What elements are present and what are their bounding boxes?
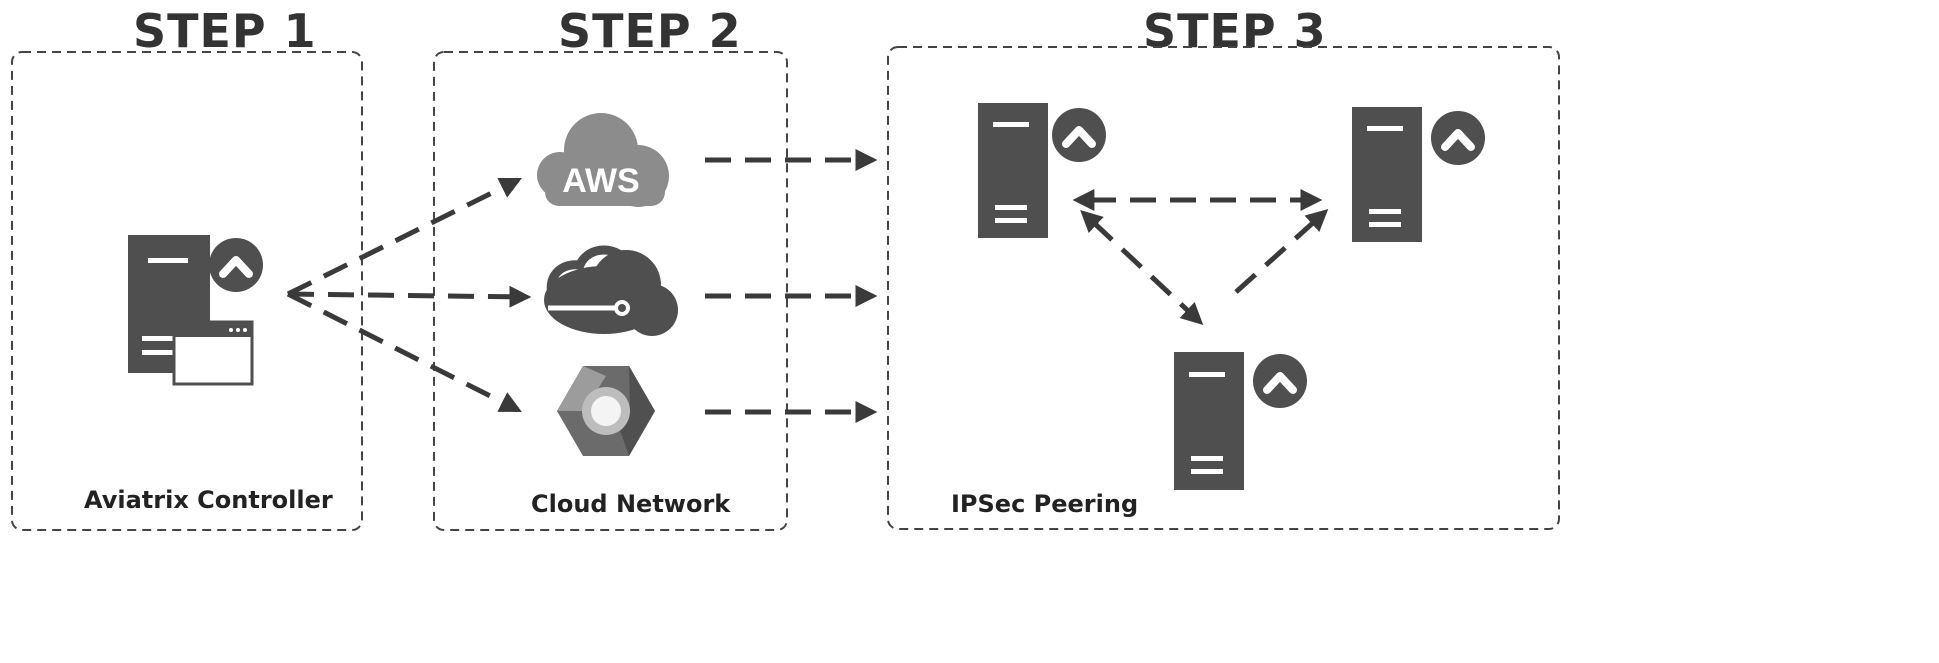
arrow-peer-left-bottom [1080,209,1204,326]
gateway-server-icon [1174,352,1244,490]
step-3-title: STEP 3 [1143,4,1327,58]
step-3-label: IPSec Peering [951,490,1139,518]
arrow-controller-to-aws [286,177,522,297]
arrow-peer-bottom-right [1234,209,1329,294]
gateway-server-icon [1352,107,1422,242]
step-3-panel [887,46,1560,530]
arrow-controller-to-azure [287,285,532,308]
step-2-title: STEP 2 [558,4,742,58]
gcp-hexagon-icon [557,366,655,456]
gateway-server-icon [978,103,1048,238]
step-1-label: Aviatrix Controller [84,486,333,514]
arrow-controller-to-gcp [286,291,522,413]
step-1-title: STEP 1 [133,4,317,58]
aviatrix-logo-icon [209,238,263,292]
step-2-panel [433,51,788,531]
connection-arrows [286,149,1329,423]
svg-text:AWS: AWS [562,162,639,200]
aviatrix-logo-icon [1431,111,1485,165]
step-1-panel [11,51,363,531]
step-2-label: Cloud Network [531,490,731,518]
aws-cloud-icon: AWS [537,113,669,207]
aviatrix-logo-icon [1253,354,1307,408]
aviatrix-logo-icon [1052,108,1106,162]
browser-window-icon [172,320,254,386]
azure-cloud-icon [544,245,678,336]
